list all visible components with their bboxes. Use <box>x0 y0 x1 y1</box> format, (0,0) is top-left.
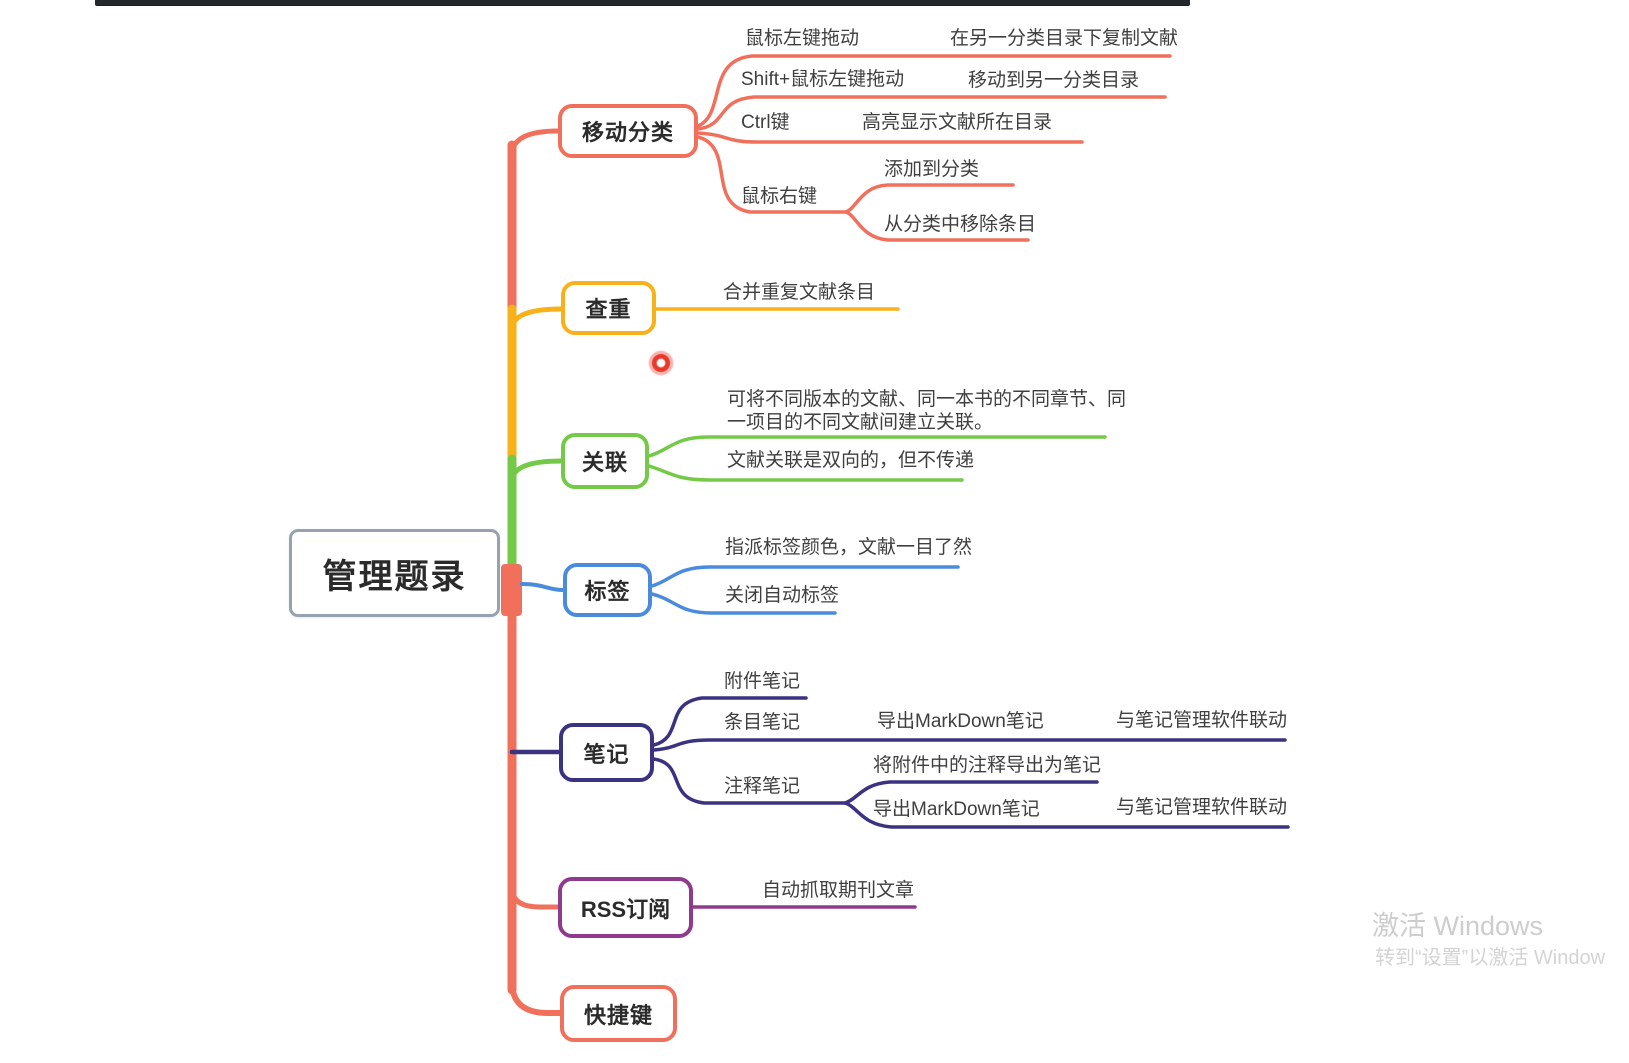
connector-tag <box>520 582 565 592</box>
branch-node-note[interactable]: 笔记 <box>559 723 654 782</box>
cursor-highlight-dot <box>647 349 675 377</box>
branch-line <box>696 95 1167 131</box>
branch-line <box>652 696 808 747</box>
branch-node-move-category[interactable]: 移动分类 <box>558 104 698 158</box>
branch-line <box>844 183 1015 214</box>
topic-label[interactable]: 导出MarkDown笔记 <box>873 799 1040 820</box>
branch-line <box>650 592 837 615</box>
topic-label[interactable]: 自动抓取期刊文章 <box>762 880 915 901</box>
branch-node-hotkey[interactable]: 快捷键 <box>560 985 677 1042</box>
branch-line <box>843 801 1290 829</box>
branch-line <box>650 565 960 588</box>
topic-label[interactable]: 与笔记管理软件联动 <box>1116 710 1288 731</box>
branch-node-tag[interactable]: 标签 <box>563 563 652 617</box>
topic-label[interactable]: 在另一分类目录下复制文献 <box>950 28 1179 49</box>
root-node-manage-bibliography[interactable]: 管理题录 <box>289 529 500 617</box>
topic-label[interactable]: 鼠标左键拖动 <box>745 28 860 49</box>
topic-label[interactable]: 高亮显示文献所在目录 <box>862 112 1053 133</box>
topic-label[interactable]: 指派标签颜色，文献一目了然 <box>725 537 973 558</box>
topic-label[interactable]: 从分类中移除条目 <box>884 214 1037 235</box>
branch-line <box>647 435 1107 458</box>
connector-hotkey <box>509 979 563 1016</box>
windows-activation-watermark-line2: 转到“设置”以激活 Window <box>1375 947 1606 969</box>
branch-line <box>696 54 1172 128</box>
branch-line <box>844 210 1030 242</box>
branch-line <box>647 464 964 482</box>
topic-label[interactable]: Shift+鼠标左键拖动 <box>741 69 905 90</box>
topic-label[interactable]: 导出MarkDown笔记 <box>877 711 1044 732</box>
branch-node-rss[interactable]: RSS订阅 <box>558 877 693 938</box>
connector-dedup <box>509 306 564 331</box>
topic-label[interactable]: 注释笔记 <box>724 776 801 797</box>
connector-rss <box>509 885 561 910</box>
branch-line <box>843 780 1099 805</box>
topic-label[interactable]: 关闭自动标签 <box>725 585 840 606</box>
branch-line <box>696 135 848 214</box>
branch-node-dedup[interactable]: 查重 <box>561 281 656 335</box>
topic-label[interactable]: 条目笔记 <box>724 712 801 733</box>
branch-node-relate[interactable]: 关联 <box>561 433 649 489</box>
topic-label[interactable]: 附件笔记 <box>724 671 801 692</box>
branch-line <box>696 131 1084 144</box>
topic-label[interactable]: 将附件中的注释导出为笔记 <box>873 755 1102 776</box>
connector-relate <box>509 458 564 483</box>
branch-line <box>652 757 847 805</box>
branch-line <box>652 738 1287 752</box>
connector-move-category <box>509 128 561 156</box>
topic-label[interactable]: 可将不同版本的文献、同一本书的不同章节、同一项目的不同文献间建立关联。 <box>727 389 1127 433</box>
topic-label[interactable]: 添加到分类 <box>884 159 980 180</box>
trunk-root-stub <box>501 564 522 616</box>
topic-label[interactable]: 移动到另一分类目录 <box>968 70 1140 91</box>
topic-label[interactable]: 合并重复文献条目 <box>723 282 876 303</box>
windows-activation-watermark-line1: 激活 Windows <box>1372 911 1544 941</box>
topic-label[interactable]: 文献关联是双向的，但不传递 <box>727 450 975 471</box>
topic-label[interactable]: Ctrl键 <box>741 112 790 133</box>
window-edge-bar <box>95 0 1190 6</box>
topic-label[interactable]: 与笔记管理软件联动 <box>1116 797 1288 818</box>
topic-label[interactable]: 鼠标右键 <box>741 186 818 207</box>
